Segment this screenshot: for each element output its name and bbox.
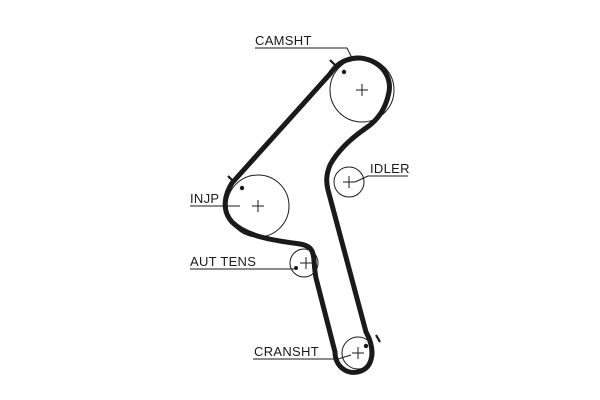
crankshaft-timing-mark: [375, 334, 381, 343]
camshaft-reference-dot: [341, 69, 347, 75]
injection-pump-center-icon: [252, 200, 264, 212]
crankshaft-center-icon: [352, 347, 364, 359]
auto-tensioner-center-icon: [300, 257, 312, 269]
timing-belt: [222, 55, 392, 375]
camshaft-center-icon: [356, 84, 368, 96]
injection-pump-timing-mark: [227, 175, 234, 182]
crankshaft-reference-dot: [363, 343, 369, 349]
idler-label: IDLER: [370, 161, 410, 176]
injection-pump-label: INJP: [190, 191, 219, 206]
camshaft-leader-line: [255, 47, 354, 61]
auto-tensioner-label: AUT TENS: [190, 254, 256, 269]
auto-tensioner-reference-dot: [294, 266, 298, 270]
crankshaft-label: CRANSHT: [254, 344, 319, 359]
camshaft-label: CAMSHT: [255, 33, 312, 48]
crankshaft-leader-line: [253, 354, 352, 360]
camshaft-timing-mark: [329, 59, 337, 67]
injection-pump-reference-dot: [239, 185, 245, 191]
idler-leader-line: [354, 175, 408, 183]
idler-center-icon: [343, 176, 355, 188]
